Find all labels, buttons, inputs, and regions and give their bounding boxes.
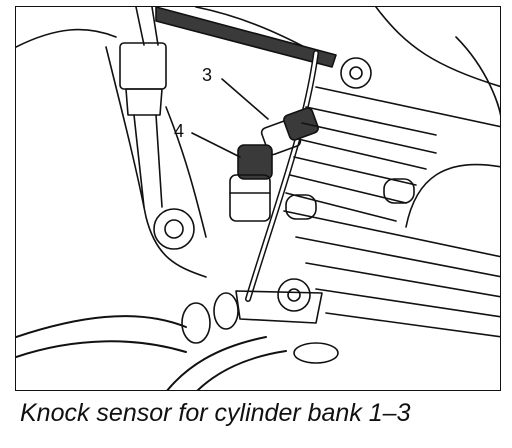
bracket-arm-inner: [165, 106, 207, 238]
figure-caption: Knock sensor for cylinder bank 1–3: [20, 399, 411, 427]
engine-line-drawing: [16, 7, 500, 390]
bracket-arm: [105, 46, 207, 278]
upper-bolt-inner: [349, 66, 363, 80]
callout-label-4: 4: [174, 121, 185, 141]
hose-left: [16, 315, 187, 338]
bracket-bolt-inner: [164, 219, 184, 239]
top-rail: [155, 7, 337, 68]
knock-sensor-4: [229, 144, 273, 222]
wire-harness-fill: [246, 51, 318, 301]
housing-contour-right: [375, 7, 500, 88]
pipe-lower: [133, 114, 163, 208]
housing-curve-right-2: [455, 36, 500, 117]
hose-lower-2: [196, 350, 287, 390]
leader-line-4: [191, 132, 241, 158]
ribbed-cover: [283, 86, 500, 338]
upper-bolt: [340, 57, 372, 89]
fuel-line-pipe: [135, 7, 159, 46]
bracket-bolt: [153, 208, 195, 250]
clamp-2: [213, 292, 239, 330]
lower-bolt-inner: [287, 288, 301, 302]
hose-left-2: [16, 340, 187, 358]
pipe-fitting: [119, 42, 167, 90]
figure-frame: 3 4: [15, 6, 501, 391]
stud-lower: [293, 342, 339, 364]
hose-lower: [166, 336, 267, 390]
housing-curve-right: [405, 163, 500, 228]
callout-label-3: 3: [202, 65, 213, 85]
stud-center: [285, 194, 317, 220]
housing-contour-left: [16, 28, 117, 48]
lower-bolt: [277, 278, 311, 312]
leader-line-3: [221, 78, 269, 120]
pipe-fitting-nut: [125, 88, 163, 116]
stud-right: [383, 178, 415, 204]
connector-3: [260, 107, 319, 156]
clamp-1: [181, 302, 211, 344]
